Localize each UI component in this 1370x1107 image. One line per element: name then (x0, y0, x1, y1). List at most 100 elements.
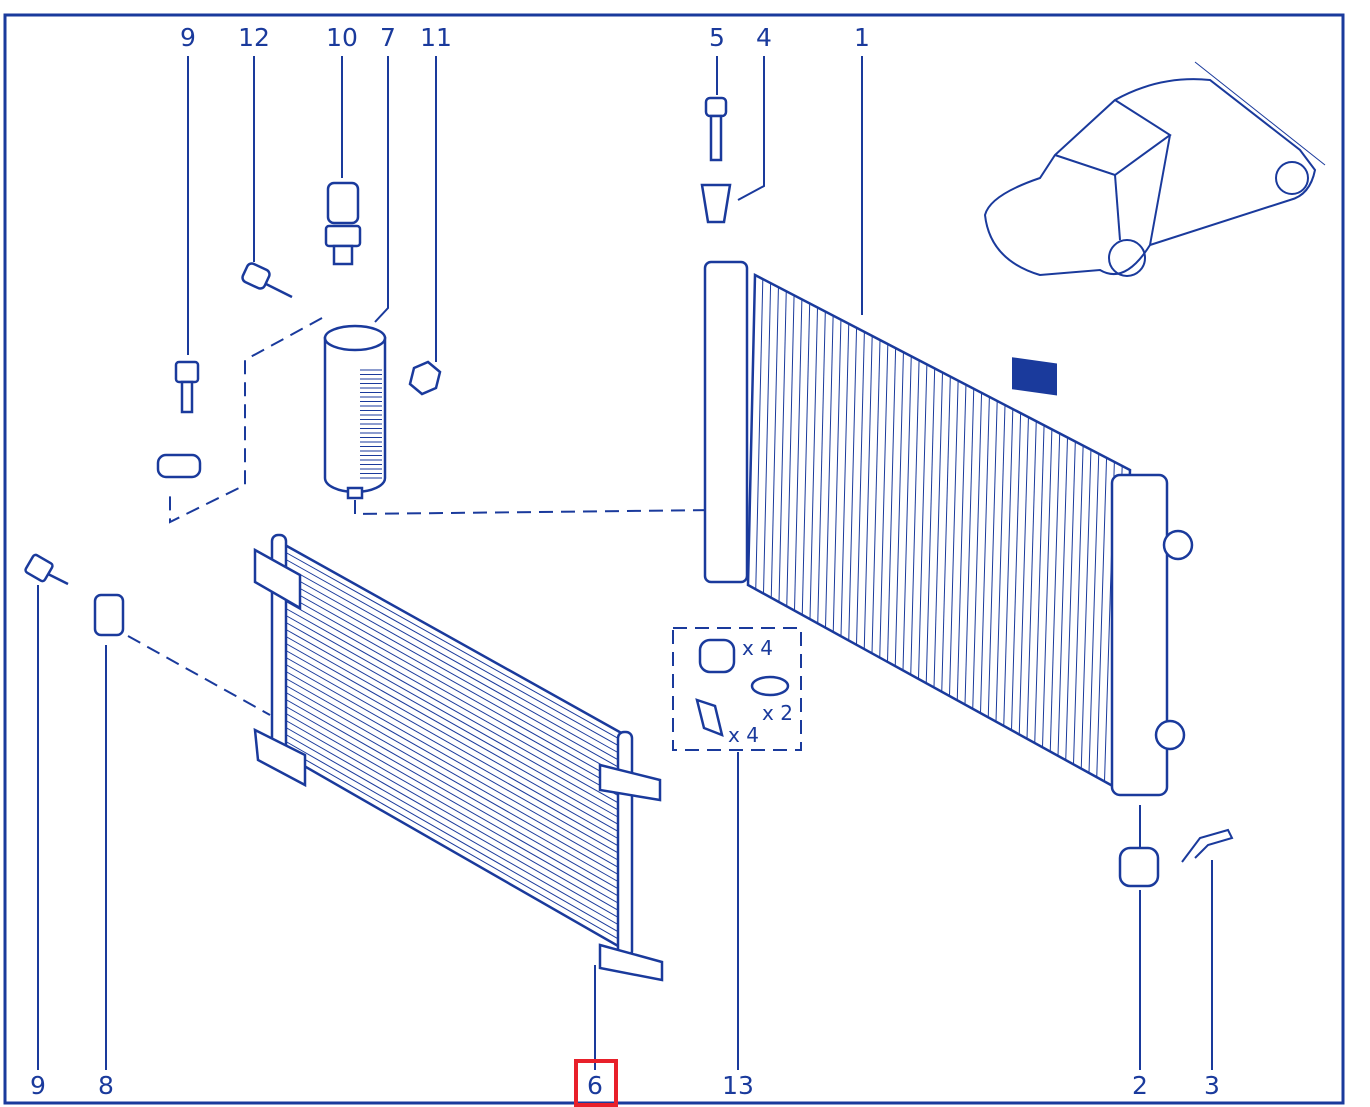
mounting-kit[interactable]: x 4 x 2 x 4 (672, 627, 802, 751)
radiator-fin (941, 376, 951, 692)
condenser-tube (284, 677, 626, 872)
radiator-fin (801, 303, 811, 615)
highlight-box-callout-6 (574, 1059, 618, 1107)
qty-clip: x 4 (728, 723, 759, 747)
car-illustration (983, 61, 1326, 396)
condenser-tube (284, 726, 626, 922)
radiator-fin (1042, 429, 1053, 748)
radiator-fin (856, 331, 865, 645)
screw-5[interactable] (704, 96, 728, 162)
callout-11[interactable]: 11 (420, 23, 452, 52)
radiator-fin (778, 291, 787, 603)
condenser-tube (284, 558, 626, 750)
condenser-tube (284, 593, 626, 786)
radiator-fin (956, 384, 967, 701)
radiator-fin (871, 339, 881, 654)
condenser-tube (284, 656, 626, 851)
qty-washer: x 2 (762, 701, 793, 725)
condenser-tube (284, 663, 626, 858)
callout-9-top[interactable]: 9 (180, 23, 196, 52)
callout-2[interactable]: 2 (1132, 1071, 1148, 1100)
ac-pipe[interactable] (79, 424, 202, 637)
radiator-fin (1034, 425, 1045, 744)
radiator-fin (1018, 417, 1029, 735)
condenser[interactable] (253, 533, 664, 982)
condenser-tube (284, 551, 626, 743)
callout-4[interactable]: 4 (756, 23, 772, 52)
callout-1[interactable]: 1 (854, 23, 870, 52)
condenser-tube (284, 586, 626, 779)
callout-13[interactable]: 13 (722, 1071, 754, 1100)
radiator-fin (933, 372, 943, 688)
condenser-tube (284, 691, 626, 886)
condenser-tube (284, 705, 626, 901)
callout-8[interactable]: 8 (98, 1071, 114, 1100)
condenser-tube (284, 565, 626, 757)
condenser-tube (284, 642, 626, 836)
callout-10[interactable]: 10 (326, 23, 358, 52)
condenser-tube (284, 684, 626, 879)
radiator-fin (755, 279, 764, 590)
radiator-fin (902, 356, 912, 671)
radiator-fin (848, 327, 858, 641)
radiator-fin (1049, 433, 1061, 752)
callout-7[interactable]: 7 (380, 23, 396, 52)
nut-11[interactable] (408, 360, 442, 396)
diagram-frame (3, 13, 1345, 1105)
radiator-fin (918, 364, 928, 679)
radiator-fin (894, 352, 904, 667)
radiator-fin (980, 396, 990, 714)
condenser-tube (284, 740, 626, 937)
radiator-fin (995, 404, 1006, 722)
callout-9-bottom[interactable]: 9 (30, 1071, 46, 1100)
bushing-2[interactable] (1118, 805, 1160, 888)
condenser-tube (284, 635, 626, 829)
callout-6[interactable]: 6 (587, 1071, 603, 1100)
radiator-fin (794, 299, 803, 611)
radiator-fin (832, 319, 842, 632)
dehydrator-bottle[interactable] (323, 324, 387, 500)
leader-lines (37, 56, 1213, 1070)
radiator-fin (1057, 437, 1068, 756)
bolt-9-top[interactable] (174, 360, 200, 414)
bolt-12[interactable] (241, 262, 293, 299)
pressure-switch[interactable] (324, 181, 362, 266)
radiator-fin (925, 368, 936, 684)
clip-4[interactable] (700, 183, 732, 224)
callout-5[interactable]: 5 (709, 23, 725, 52)
qty-bushing: x 4 (742, 636, 773, 660)
radiator-fin (1073, 445, 1084, 765)
radiator-fin (1065, 441, 1076, 761)
radiator-fin (1026, 421, 1037, 739)
radiator[interactable] (703, 260, 1194, 797)
condenser-tube (284, 670, 626, 865)
radiator-fin (972, 392, 983, 709)
condenser-tube (284, 733, 626, 929)
bolt-9-bottom[interactable] (24, 553, 69, 586)
radiator-fin (863, 335, 873, 650)
clip-3[interactable] (1181, 828, 1234, 863)
condenser-tube (284, 621, 626, 815)
radiator-fin (887, 348, 897, 662)
condenser-tube (284, 572, 626, 765)
callout-3[interactable]: 3 (1204, 1071, 1220, 1100)
condenser-tube (284, 747, 626, 944)
radiator-fin (1003, 409, 1014, 726)
condenser-tube (284, 712, 626, 908)
radiator-fin (879, 344, 889, 658)
radiator-fin (825, 315, 834, 628)
condenser-tube (284, 628, 626, 822)
radiator-fin (949, 380, 959, 697)
radiator-fin (1088, 453, 1100, 773)
radiator-fin (770, 287, 779, 598)
condenser-tube (284, 600, 626, 793)
radiator-fin (817, 311, 826, 624)
radiator-fin (964, 388, 975, 705)
radiator-fin (786, 295, 795, 607)
radiator-fin (1096, 457, 1108, 778)
callout-12[interactable]: 12 (238, 23, 270, 52)
condenser-tube (284, 719, 626, 915)
condenser-tube (284, 698, 626, 894)
radiator-fin (1011, 413, 1022, 731)
